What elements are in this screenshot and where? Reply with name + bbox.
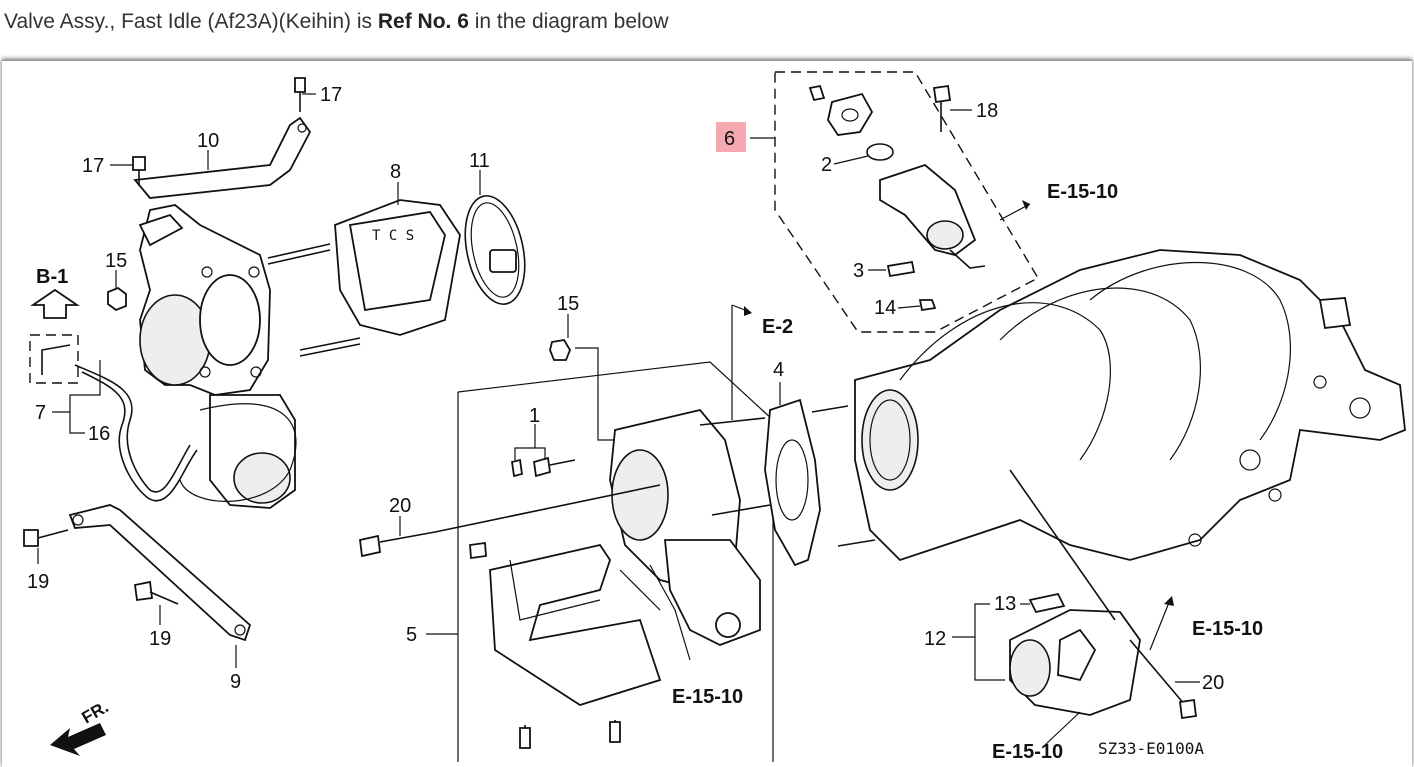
iac-valve-12 <box>1009 469 1198 720</box>
callout-16: 16 <box>88 423 110 445</box>
callout-19-mid: 19 <box>149 628 171 650</box>
callout-11: 11 <box>469 150 490 172</box>
callout-7: 7 <box>35 402 46 424</box>
callout-4: 4 <box>773 359 784 381</box>
throttle-body-left <box>138 204 297 509</box>
bracket-10 <box>133 116 312 199</box>
header-ref-label: Ref No. 6 <box>377 10 469 33</box>
air-intake-duct: T C S <box>334 199 461 336</box>
nut-15-center <box>549 339 615 441</box>
callout-2: 2 <box>821 154 832 176</box>
header-prefix: Valve Assy., Fast Idle (Af23A)(Keihin) i… <box>4 10 373 33</box>
figure-code: SZ33-E0100A <box>1098 739 1204 758</box>
callout-labels: 17 17 10 8 11 15 7 16 19 19 9 20 1 15 4 … <box>27 84 1263 763</box>
front-label: FR. <box>79 697 112 727</box>
ref-e15-bottom: E-15-10 <box>992 741 1063 763</box>
gasket-4 <box>699 398 821 567</box>
callout-18: 18 <box>976 100 998 122</box>
svg-text:T C S: T C S <box>372 228 414 244</box>
nut-15-left <box>107 286 127 312</box>
callout-13: 13 <box>994 593 1016 615</box>
ref-e2: E-2 <box>762 316 793 338</box>
header-suffix: in the diagram below <box>474 10 669 33</box>
ref-e15-mid: E-15-10 <box>672 686 743 708</box>
callout-8: 8 <box>390 161 401 183</box>
stay-9 <box>68 504 252 642</box>
ref-e15-top: E-15-10 <box>1047 181 1118 203</box>
callout-19-left: 19 <box>27 571 49 593</box>
callout-15-center: 15 <box>557 293 579 315</box>
fast-idle-valve-box-6 <box>774 71 1039 333</box>
page-header: Valve Assy., Fast Idle (Af23A)(Keihin) i… <box>4 10 669 34</box>
bolt-20-center <box>359 484 661 560</box>
callout-9: 9 <box>230 671 241 693</box>
callout-17-left: 17 <box>82 155 104 177</box>
callout-10: 10 <box>197 130 219 152</box>
callout-20-right: 20 <box>1202 672 1224 694</box>
ref-b1: B-1 <box>36 266 68 288</box>
callout-12: 12 <box>924 628 946 650</box>
callout-17-top: 17 <box>320 84 342 106</box>
ref-e15-right: E-15-10 <box>1192 618 1263 640</box>
callout-14: 14 <box>874 297 896 319</box>
hose-clamp-11 <box>464 195 526 305</box>
front-arrow <box>50 723 106 756</box>
b1-arrow <box>30 288 80 319</box>
callout-3: 3 <box>853 260 864 282</box>
stud-bolts-left <box>267 243 361 357</box>
callout-1: 1 <box>529 405 540 427</box>
intake-manifold <box>811 249 1406 562</box>
leader-lines <box>37 93 1200 746</box>
throttle-body-box-5 <box>457 361 774 762</box>
callout-15-left: 15 <box>105 250 127 272</box>
highlight-6 <box>716 122 746 152</box>
callout-20-center: 20 <box>389 495 411 517</box>
hose-16 <box>29 334 198 502</box>
bolts-19 <box>23 529 179 605</box>
callout-5: 5 <box>406 624 417 646</box>
screws-1 <box>510 456 576 478</box>
bolts-17 <box>132 77 306 186</box>
callout-6: 6 <box>724 128 735 150</box>
